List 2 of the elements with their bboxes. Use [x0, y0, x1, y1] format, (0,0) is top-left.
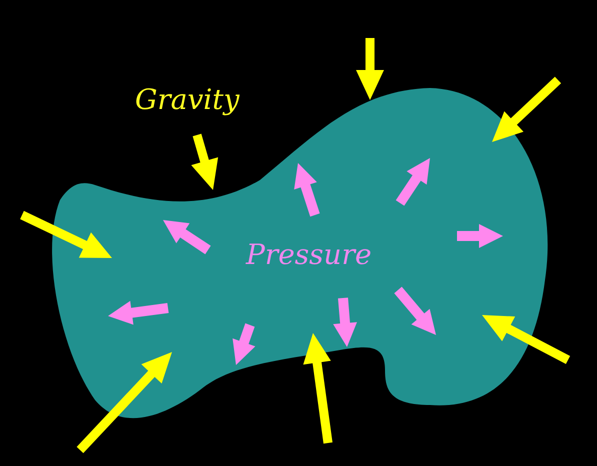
- gravity-label: Gravity: [135, 86, 240, 114]
- pressure-label: Pressure: [246, 241, 372, 269]
